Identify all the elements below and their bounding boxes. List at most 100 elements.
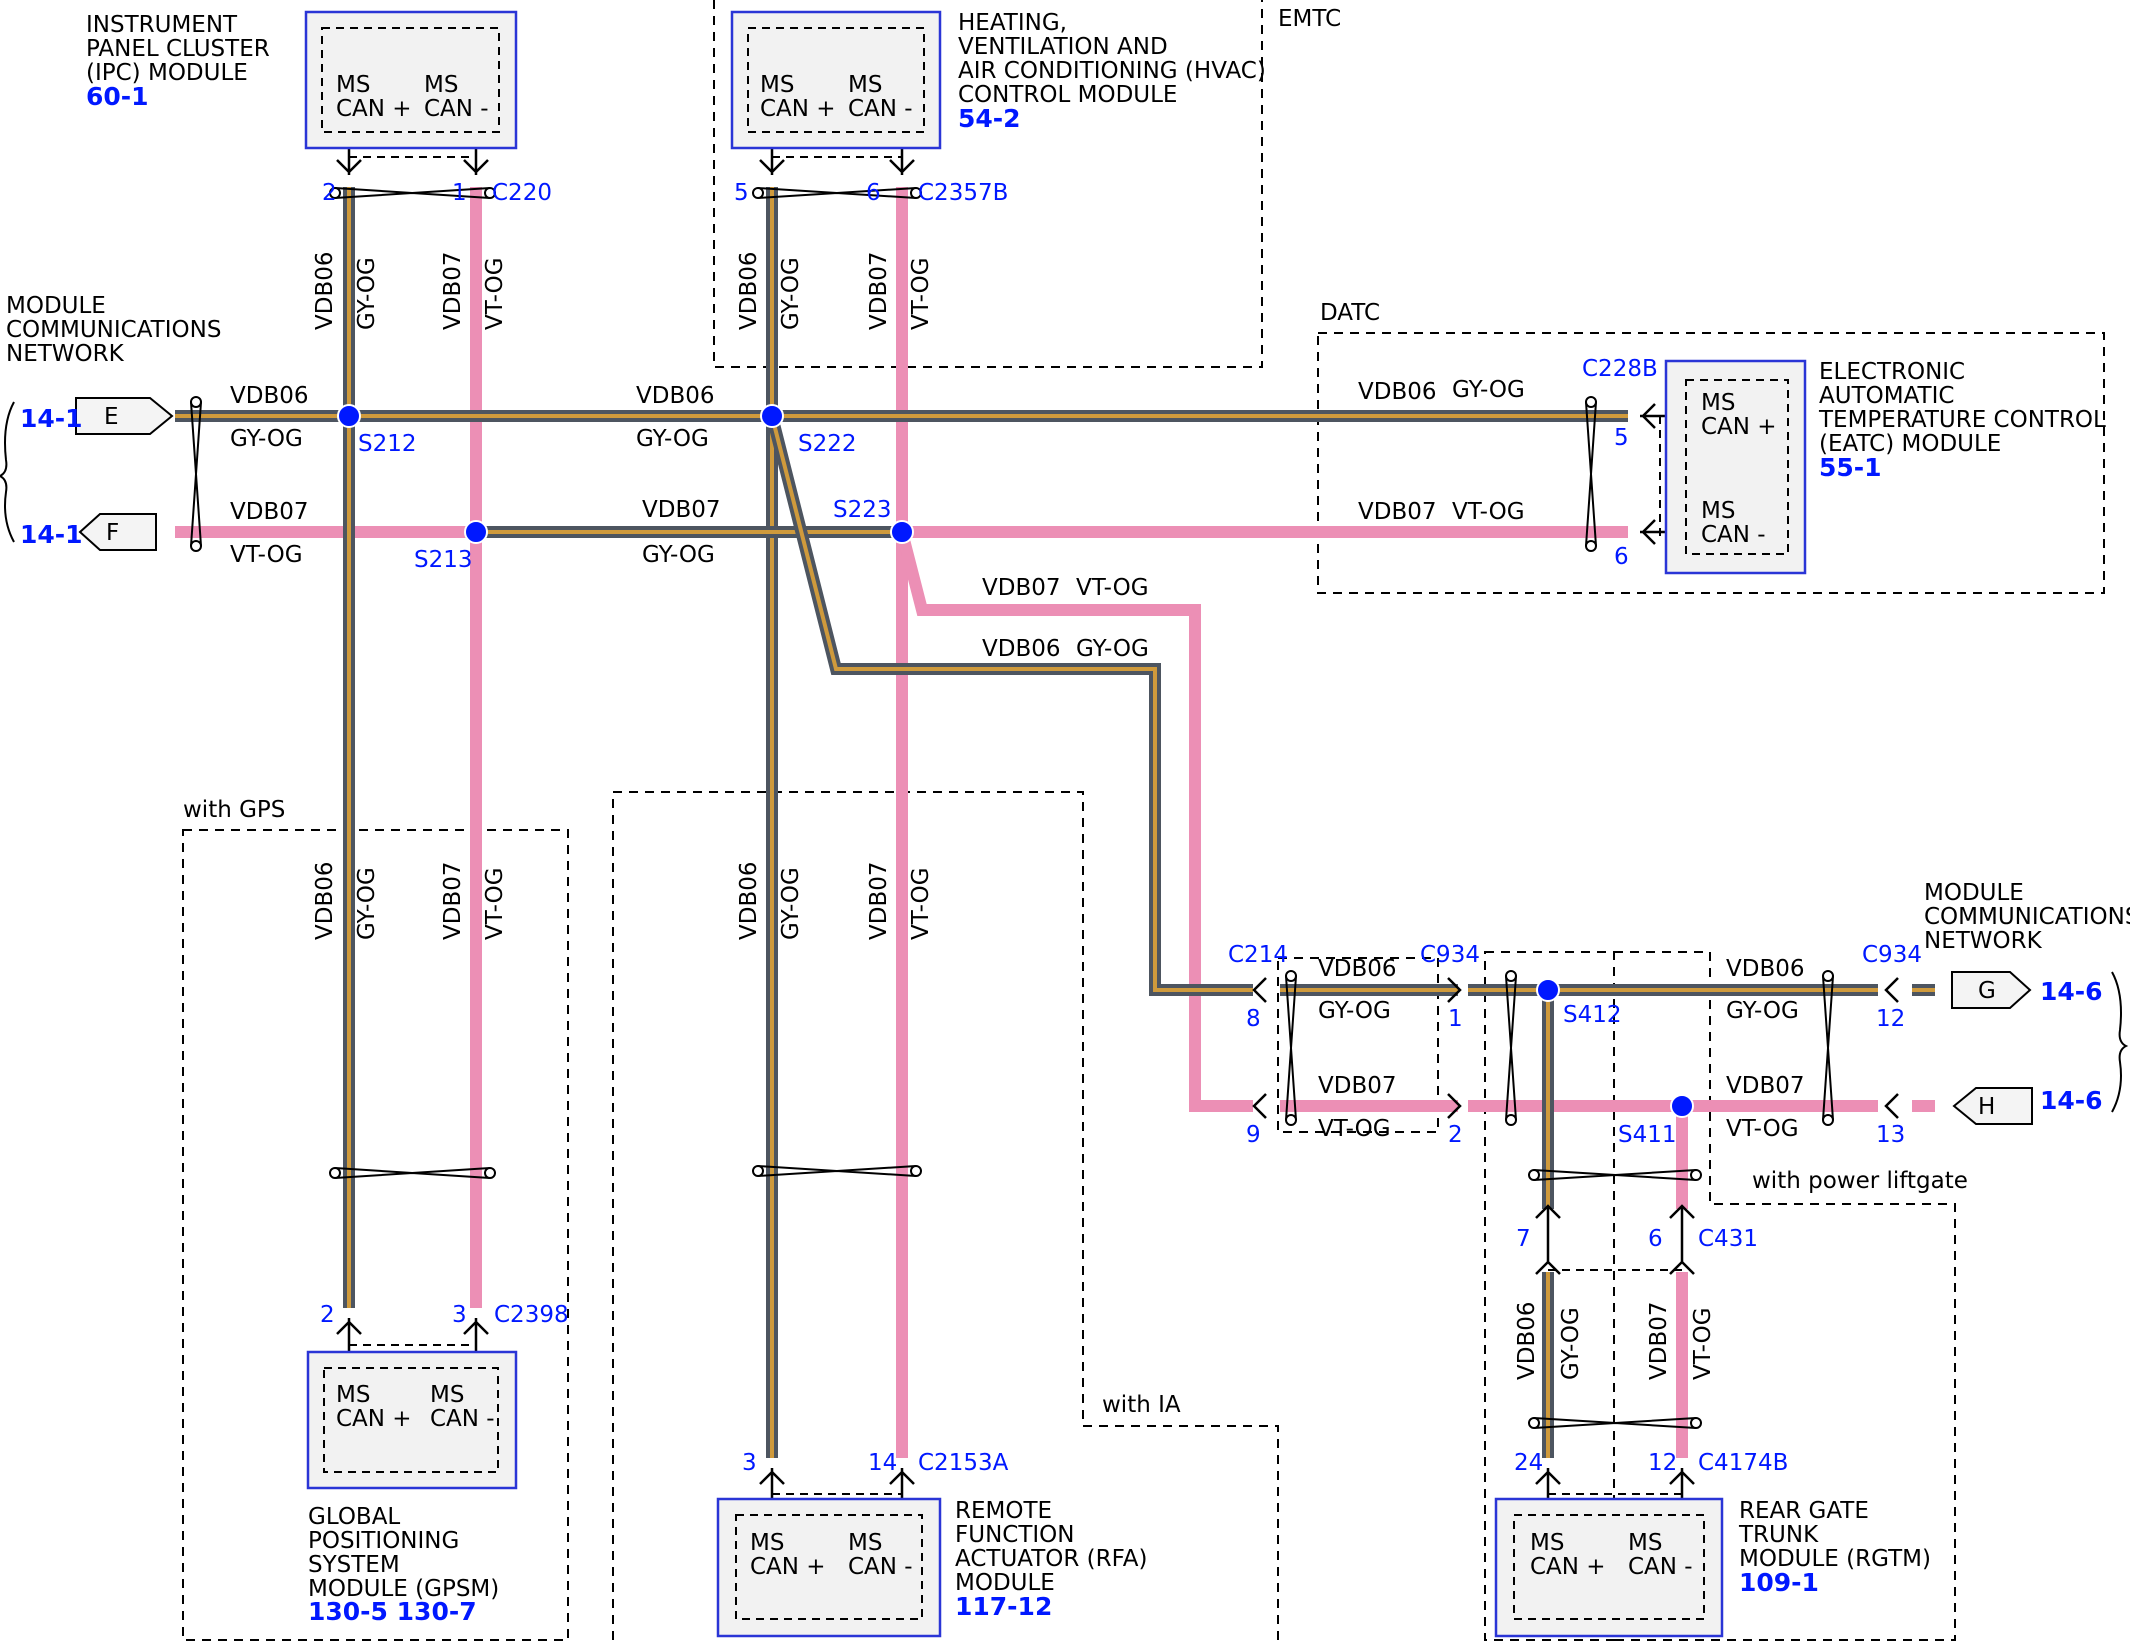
label-color: VT-OG: [1452, 499, 1525, 525]
rfa-ref[interactable]: 117-12: [955, 1592, 1052, 1621]
eatc-pin-pos-line1: MS: [1701, 390, 1735, 416]
network-ref-e[interactable]: 14-1: [20, 404, 83, 433]
label-circuit: VDB06: [230, 383, 309, 409]
rgtm-pin-neg-line2: CAN -: [1628, 1554, 1693, 1580]
gpsm-ref[interactable]: 130-5 130-7: [308, 1597, 477, 1626]
flag-g-label: G: [1978, 978, 1996, 1004]
zone-gps-label: with GPS: [183, 797, 285, 823]
label-color: GY-OG: [1076, 636, 1149, 662]
label-circuit: VDB07: [642, 497, 721, 523]
flag-g[interactable]: [1951, 971, 2032, 1009]
connector-c214: C214: [1228, 942, 1288, 968]
eatc-pin-neg-line1: MS: [1701, 498, 1735, 524]
pin-eatc-neg: 6: [1614, 544, 1629, 570]
rgtm-pin-neg-line1: MS: [1628, 1530, 1662, 1556]
pin-hvac-pos: 5: [734, 180, 749, 206]
connector-c934-left: C934: [1420, 942, 1480, 968]
zone-ia: [612, 791, 1279, 1640]
rfa-name-line1: REMOTE: [955, 1498, 1052, 1524]
gpsm-pin-pos-line1: MS: [336, 1382, 370, 1408]
pin-c934-neg: 2: [1448, 1122, 1463, 1148]
connector-c2153a: C2153A: [918, 1450, 1009, 1476]
wire-vdb07: [896, 530, 1253, 1112]
network-left-line3: NETWORK: [6, 341, 125, 367]
hvac-module: MS CAN + MS CAN -: [730, 10, 942, 150]
connector-c4174b: C4174B: [1698, 1450, 1788, 1476]
pin-gpsm-neg: 3: [452, 1302, 467, 1328]
pin-rfa-neg: 14: [868, 1450, 897, 1476]
rgtm-module-box: [1494, 1497, 1724, 1638]
label-color: GY-OG: [1452, 377, 1525, 403]
ipc-module-box: [304, 10, 518, 150]
label-color-vertical: GY-OG: [1558, 1307, 1584, 1380]
ipc-ref[interactable]: 60-1: [86, 82, 149, 111]
gpsm-module-box: [306, 1350, 518, 1490]
hvac-ref[interactable]: 54-2: [958, 104, 1021, 133]
label-color: GY-OG: [636, 426, 709, 452]
eatc-pin-pos-line2: CAN +: [1701, 414, 1777, 440]
label-circuit-vertical: VDB06: [312, 862, 338, 941]
flag-e[interactable]: [75, 397, 174, 435]
eatc-name-line3: TEMPERATURE CONTROL: [1818, 407, 2106, 433]
rfa-module-pins: [735, 1514, 923, 1620]
network-ref-h[interactable]: 14-6: [2040, 1086, 2103, 1115]
label-circuit: VDB06: [1318, 956, 1397, 982]
rgtm-pin-pos-line2: CAN +: [1530, 1554, 1606, 1580]
network-left-line1: MODULE: [6, 293, 106, 319]
pin-c4174b-pos: 24: [1514, 1450, 1543, 1476]
pin-ipc-neg: 1: [452, 180, 467, 206]
splice-label-s223: S223: [833, 497, 892, 523]
network-ref-f[interactable]: 14-1: [20, 520, 83, 549]
network-left-line2: COMMUNICATIONS: [6, 317, 221, 343]
ipc-module: MS CAN + MS CAN -: [304, 10, 518, 150]
label-circuit: VDB06: [1726, 956, 1805, 982]
gy-og-wires: [175, 187, 1935, 1458]
label-circuit: VDB07: [230, 499, 309, 525]
wire-labels: VDB06 GY-OG VDB07 VT-OG VDB06 GY-OG VDB0…: [230, 252, 1805, 1381]
hvac-pin-neg-line2: CAN -: [848, 96, 913, 122]
eatc-module-box: [1664, 359, 1807, 575]
rfa-name-line2: FUNCTION: [955, 1522, 1074, 1548]
rfa-pin-pos-line2: CAN +: [750, 1554, 826, 1580]
splice-label-s213: S213: [414, 547, 473, 573]
gpsm-name-line2: POSITIONING: [308, 1528, 459, 1554]
zone-gps: [182, 829, 569, 1641]
label-color: VT-OG: [230, 542, 303, 568]
label-color-vertical: GY-OG: [354, 867, 380, 940]
connector-c228b: C228B: [1582, 356, 1658, 382]
hvac-name-line3: AIR CONDITIONING (HVAC): [958, 58, 1266, 84]
label-color-vertical: VT-OG: [1690, 1307, 1716, 1380]
label-circuit-vertical: VDB06: [736, 862, 762, 941]
flag-h[interactable]: [1952, 1087, 2033, 1125]
rfa-module-box: [716, 1497, 942, 1638]
ipc-pin-neg-line2: CAN -: [424, 96, 489, 122]
hvac-name-line4: CONTROL MODULE: [958, 82, 1177, 108]
connector-c934-right: C934: [1862, 942, 1922, 968]
rfa-pin-neg-line2: CAN -: [848, 1554, 913, 1580]
rfa-pin-pos-line1: MS: [750, 1530, 784, 1556]
label-color: VT-OG: [1726, 1116, 1799, 1142]
gpsm-name-line4: MODULE (GPSM): [308, 1576, 499, 1602]
splices: [337, 404, 1694, 1118]
gpsm-name-line1: GLOBAL: [308, 1504, 400, 1530]
pin-c214-neg: 9: [1246, 1122, 1261, 1148]
pin-ipc-pos: 2: [322, 180, 337, 206]
rgtm-ref[interactable]: 109-1: [1739, 1568, 1819, 1597]
eatc-ref[interactable]: 55-1: [1819, 453, 1882, 482]
pin-rfa-pos: 3: [742, 1450, 757, 1476]
label-circuit-vertical: VDB06: [312, 252, 338, 331]
zone-datc-label: DATC: [1320, 300, 1380, 326]
eatc-name-line4: (EATC) MODULE: [1819, 431, 2001, 457]
flag-e-label: E: [104, 404, 119, 430]
pin-c214-pos: 8: [1246, 1006, 1261, 1032]
flag-h-label: H: [1978, 1094, 1995, 1120]
flag-f[interactable]: [78, 513, 157, 551]
label-color-vertical: GY-OG: [778, 257, 804, 330]
splice-label-s411: S411: [1618, 1122, 1677, 1148]
network-ref-g[interactable]: 14-6: [2040, 977, 2103, 1006]
label-circuit-vertical: VDB07: [866, 862, 892, 941]
hvac-name-line1: HEATING,: [958, 10, 1067, 36]
label-circuit-vertical: VDB07: [440, 252, 466, 331]
pin-c934r-neg: 13: [1876, 1122, 1905, 1148]
label-circuit: VDB07: [982, 575, 1061, 601]
